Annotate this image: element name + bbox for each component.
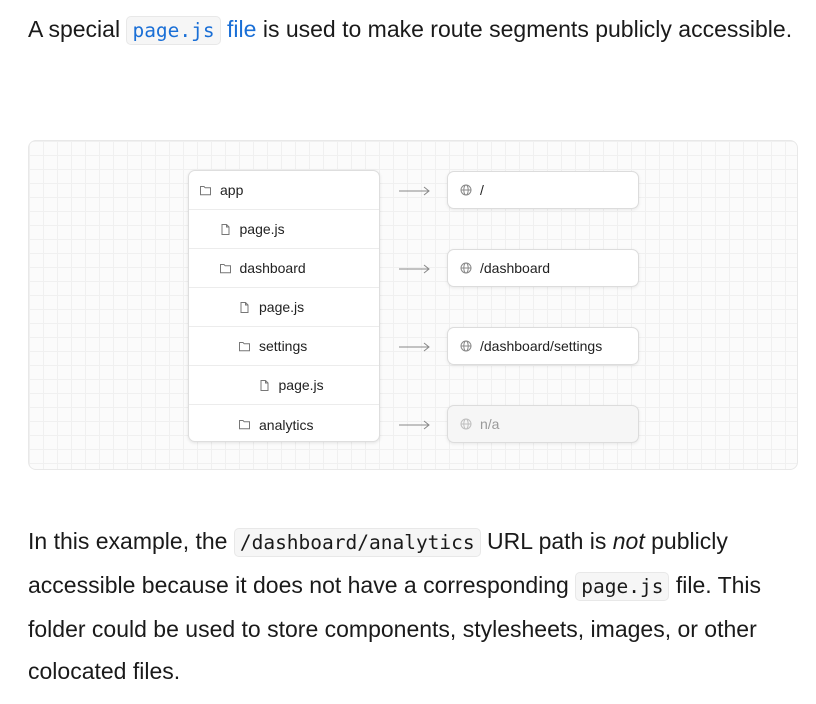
tree-item-label: page.js: [278, 377, 324, 393]
outro-part-1: In this example, the: [28, 528, 234, 554]
tree-item-label: page.js: [239, 221, 285, 237]
route-url-box: /dashboard/settings: [447, 326, 639, 365]
page-js-link-text: file: [227, 16, 257, 42]
arrow-right-icon: [399, 340, 431, 352]
globe-icon: [460, 184, 472, 196]
folder-icon: [219, 262, 232, 275]
arrow-right-icon: [399, 418, 431, 430]
outro-part-2: URL path is: [480, 528, 613, 554]
file-icon: [219, 223, 232, 236]
tree-item-file[interactable]: page.js: [189, 210, 379, 249]
route-url-box: /: [447, 170, 639, 209]
outro-part-3: publicly accessible because it does not …: [28, 528, 728, 598]
tree-item-label: page.js: [259, 299, 305, 315]
outro-part-4: file. This folder could be used to store…: [28, 572, 762, 684]
tree-item-folder[interactable]: dashboard: [189, 249, 379, 288]
tree-item-label: settings: [259, 338, 308, 354]
file-icon: [238, 301, 251, 314]
folder-icon: [238, 340, 251, 353]
intro-before: A special: [28, 16, 127, 42]
analytics-path-code: /dashboard/analytics: [233, 528, 481, 557]
page-js-code: page.js: [575, 572, 670, 601]
tree-item-folder[interactable]: settings: [189, 327, 379, 366]
intro-paragraph: A special page.js file is used to make r…: [28, 8, 798, 52]
tree-item-folder[interactable]: app: [189, 171, 379, 210]
tree-item-file[interactable]: page.js: [189, 288, 379, 327]
route-url-box: /dashboard: [447, 248, 639, 287]
globe-icon: [460, 418, 472, 430]
arrow-right-icon: [399, 262, 431, 274]
intro-after: is used to make route segments publicly …: [256, 16, 793, 42]
route-url-label: /dashboard/settings: [480, 337, 603, 354]
tree-item-label: app: [220, 182, 244, 198]
route-url-label: /: [480, 181, 484, 198]
tree-item-folder[interactable]: analytics: [189, 405, 379, 441]
page-js-link-code: page.js: [126, 16, 221, 45]
tree-item-label: dashboard: [239, 260, 306, 276]
tree-item-label: analytics: [259, 416, 314, 433]
file-tree: app page.js dashboard page.js settings page.j…: [188, 170, 380, 442]
page-js-file-link[interactable]: page.js file: [126, 16, 257, 45]
route-url-box-unavailable: n/a: [447, 404, 639, 443]
explanation-paragraph: In this example, the /dashboard/analytic…: [28, 520, 798, 692]
globe-icon: [460, 262, 472, 274]
tree-item-file[interactable]: page.js: [189, 366, 379, 405]
globe-icon: [460, 340, 472, 352]
route-segments-diagram: app page.js dashboard page.js settings page.j…: [28, 140, 798, 470]
emphasis-not: not: [612, 528, 645, 554]
route-url-label: /dashboard: [480, 259, 551, 276]
file-icon: [258, 379, 271, 392]
route-url-label: n/a: [480, 415, 500, 432]
folder-icon: [238, 418, 251, 431]
arrow-right-icon: [399, 184, 431, 196]
folder-icon: [199, 184, 212, 197]
